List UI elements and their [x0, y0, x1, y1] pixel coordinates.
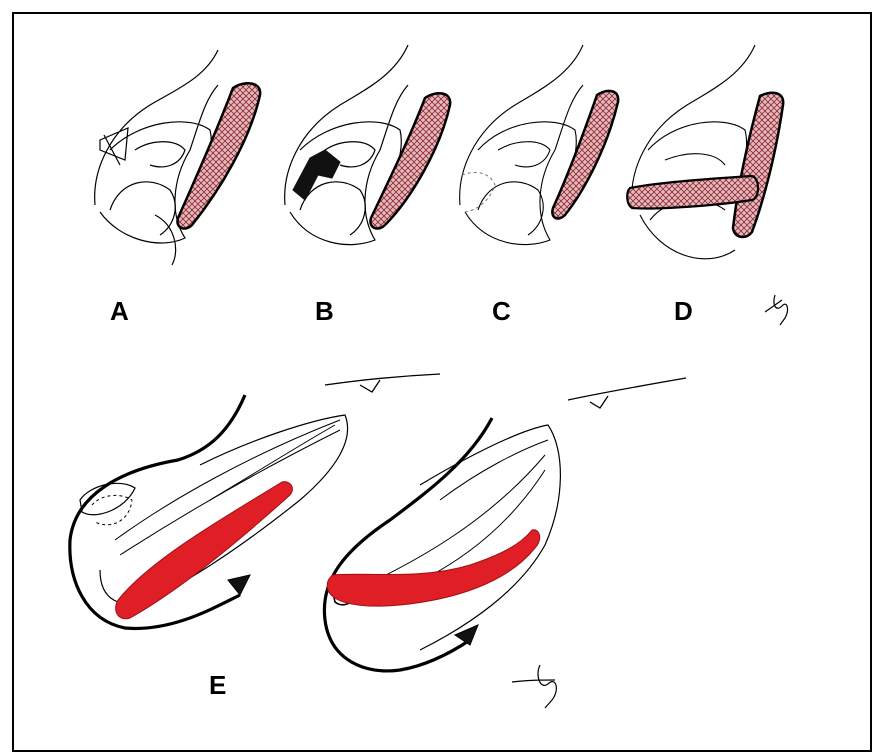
panel-e-left-red-graft — [116, 482, 293, 619]
panel-e-arrows — [325, 374, 686, 408]
panel-d-hatched-graft-vertical — [733, 93, 783, 237]
panel-a-drawing — [95, 50, 218, 265]
panel-c-dashed-defect — [462, 172, 495, 212]
signature-top — [765, 295, 788, 325]
panel-label-b: B — [315, 296, 334, 327]
panel-e-right-red-graft — [327, 530, 539, 606]
panel-label-c: C — [492, 296, 511, 327]
panel-label-e: E — [209, 670, 226, 701]
panel-e-left-drawing — [70, 395, 348, 628]
panel-a-hatched-graft — [177, 83, 260, 228]
panel-label-d: D — [674, 296, 693, 327]
panel-label-a: A — [110, 296, 129, 327]
signature-bottom — [512, 665, 556, 708]
panel-c-hatched-graft — [552, 91, 618, 219]
panel-b-hatched-graft — [370, 93, 450, 228]
panel-b-lesion — [293, 150, 340, 200]
